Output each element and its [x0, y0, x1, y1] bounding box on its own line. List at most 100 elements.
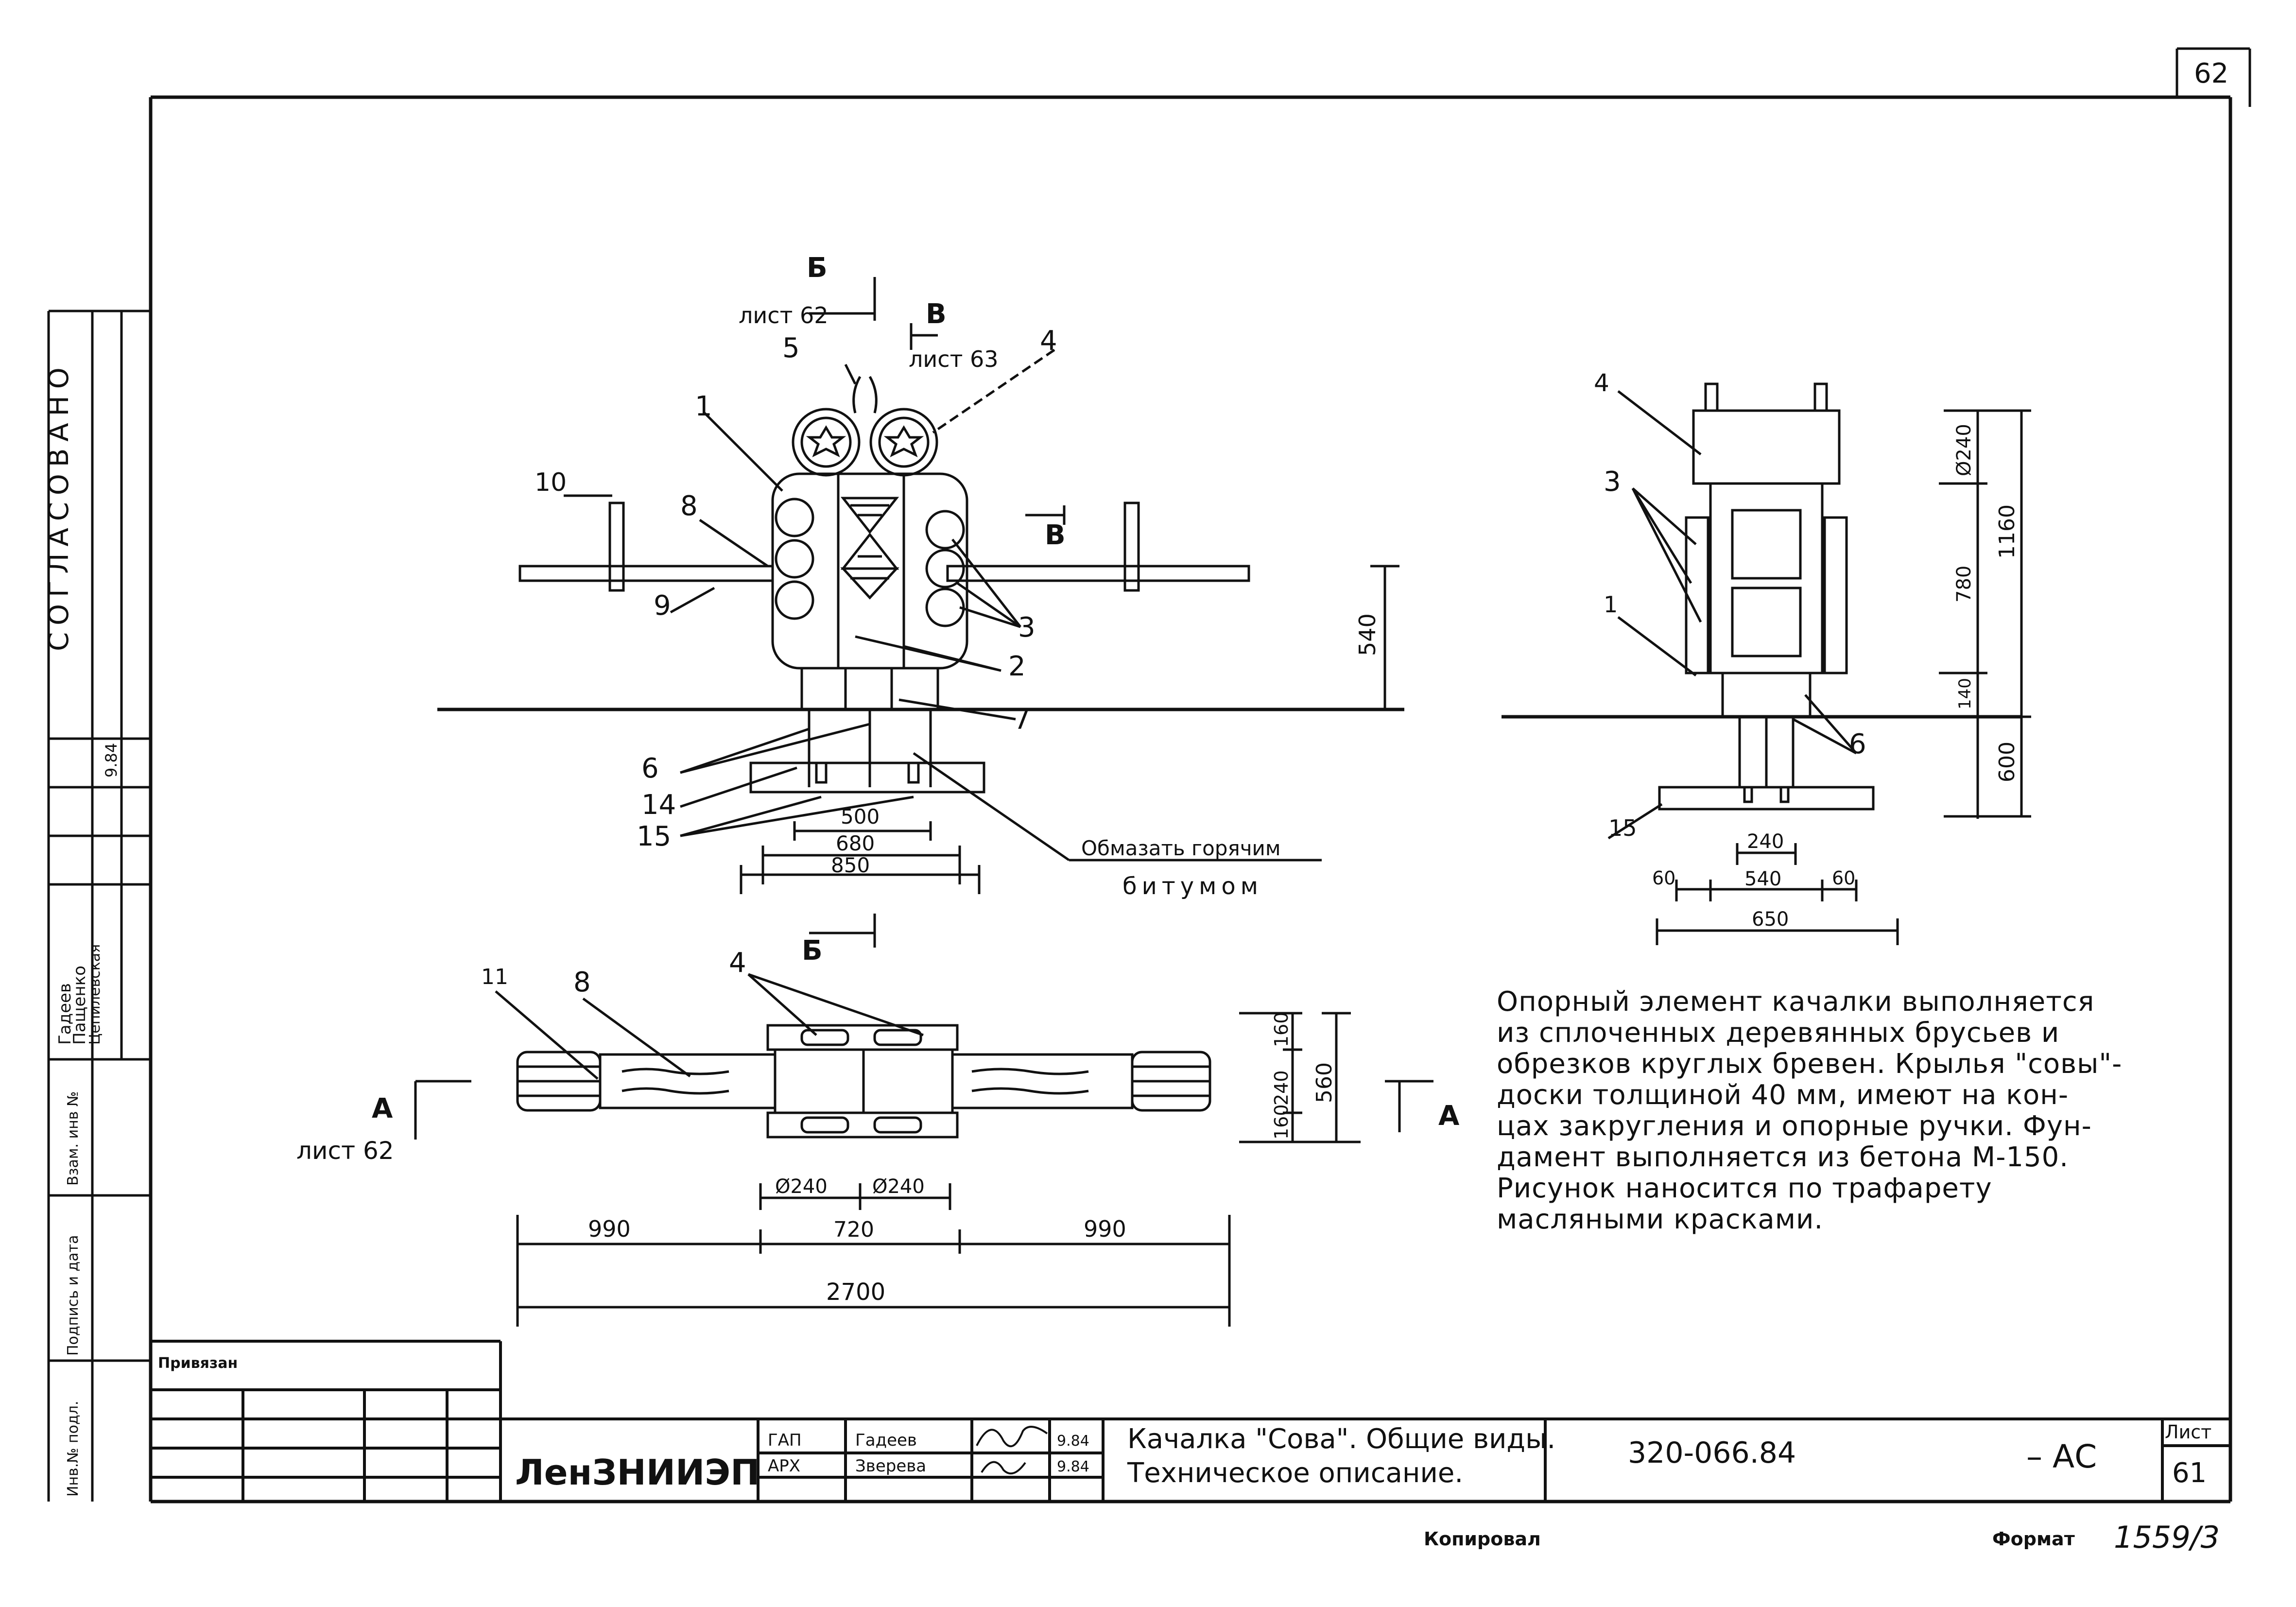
- sig-name-arh: Зверева: [855, 1456, 926, 1476]
- side-dim-60b: 60: [1832, 867, 1855, 889]
- front-callout-3: 3: [1018, 612, 1036, 643]
- side-callout-15: 15: [1608, 815, 1637, 841]
- side-dim-60a: 60: [1652, 867, 1675, 889]
- bitumen-line-2: битумом: [1122, 873, 1263, 900]
- front-dim-680: 680: [836, 831, 875, 855]
- plan-section-a-ref: лист 62: [296, 1137, 394, 1165]
- sheet-number: 61: [2172, 1457, 2207, 1489]
- plan-dim-d240b: Ø240: [872, 1175, 925, 1198]
- front-callout-15: 15: [637, 821, 671, 852]
- plan-callout-4: 4: [729, 947, 746, 979]
- title-line-1: Качалка "Сова". Общие виды.: [1127, 1423, 1555, 1455]
- sheet-frame: [149, 95, 2232, 1503]
- technical-description: Опорный элемент качалки выполняется из с…: [1497, 986, 2123, 1235]
- attached-label: Привязан: [158, 1355, 238, 1372]
- stamp-col-inv: Инв.№ подл.: [65, 1401, 82, 1497]
- stamp-date-1: 9.84: [102, 743, 121, 778]
- front-callout-10: 10: [535, 468, 567, 497]
- bitumen-line-1: Обмазать горячим: [1081, 836, 1281, 860]
- side-dim-140: 140: [1955, 678, 1975, 709]
- signature-scribble-2: [981, 1461, 1026, 1475]
- plan-dim-990a: 990: [588, 1216, 631, 1242]
- front-dim-500: 500: [841, 805, 880, 829]
- front-view: [437, 277, 1404, 948]
- sig-role-gap: ГАП: [768, 1431, 802, 1450]
- front-section-b-ref: лист 62: [739, 302, 829, 328]
- front-callout-1: 1: [695, 391, 712, 422]
- plan-view: [414, 973, 1433, 1327]
- sig-date-arh: 9.84: [1057, 1458, 1089, 1475]
- plan-dim-990b: 990: [1084, 1216, 1126, 1242]
- side-callout-6: 6: [1849, 728, 1866, 760]
- copied-label: Копировал: [1424, 1528, 1541, 1550]
- stamp-row-1: Гадеев: [55, 983, 75, 1045]
- stamp-col-podpis: Подпись и дата: [65, 1235, 82, 1356]
- left-stamp-strip: [47, 310, 151, 1502]
- front-callout-6: 6: [641, 753, 659, 784]
- signature-scribble-1: [976, 1426, 1048, 1448]
- side-dim-600: 600: [1995, 742, 2020, 782]
- plan-section-a-right: А: [1438, 1100, 1460, 1132]
- sig-role-arh: АРХ: [768, 1456, 800, 1476]
- plan-dim-d240a: Ø240: [775, 1175, 828, 1198]
- front-section-b-bottom: Б: [802, 935, 823, 967]
- front-callout-9: 9: [654, 590, 671, 622]
- description-line-4: доски толщиной 40 мм, имеют на кон-: [1497, 1079, 2069, 1111]
- approval-label: СОГЛАСОВАНО: [43, 361, 75, 651]
- organization: ЛенЗНИИЭП: [515, 1452, 760, 1493]
- plan-dim-160b: 160: [1271, 1104, 1292, 1140]
- front-callout-4: 4: [1040, 325, 1057, 357]
- side-callout-4: 4: [1594, 369, 1609, 397]
- description-line-7: Рисунок наносится по трафарету: [1497, 1173, 1992, 1204]
- front-callout-8: 8: [680, 490, 698, 522]
- stamp-row-2: Пащенко: [70, 966, 89, 1045]
- plan-section-a-left: А: [372, 1093, 393, 1124]
- plan-dim-2700: 2700: [826, 1279, 885, 1306]
- stamp-col-vzam: Взам. инв №: [65, 1091, 82, 1186]
- front-callout-5: 5: [782, 332, 800, 364]
- front-section-v-side: В: [1045, 519, 1066, 551]
- side-dim-d240: Ø240: [1953, 424, 1975, 476]
- sheet-label: Лист: [2165, 1421, 2211, 1443]
- title-block: [151, 1340, 2230, 1502]
- side-callout-1: 1: [1604, 591, 1618, 618]
- description-line-2: из сплоченных деревянных брусьев и: [1497, 1017, 2060, 1049]
- front-section-v-ref: лист 63: [909, 346, 999, 372]
- description-line-5: цах закругления и опорные ручки. Фун-: [1497, 1110, 2092, 1142]
- section-code: – АС: [2026, 1438, 2097, 1475]
- format-label: Формат: [1992, 1528, 2075, 1550]
- format-value: 1559/3: [2114, 1520, 2220, 1555]
- plan-dim-560: 560: [1312, 1062, 1337, 1103]
- side-dim-540: 540: [1744, 868, 1781, 890]
- sheet-number-top: 62: [2194, 58, 2228, 89]
- plan-callout-8: 8: [573, 967, 591, 998]
- title-line-2: Техническое описание.: [1127, 1457, 1463, 1489]
- side-dim-1160: 1160: [1995, 504, 2020, 559]
- side-dim-650: 650: [1752, 908, 1789, 931]
- side-dim-240: 240: [1747, 830, 1784, 853]
- stamp-row-3: Цепилевская: [86, 944, 104, 1045]
- front-callout-7: 7: [1013, 704, 1031, 736]
- front-section-v-top: В: [926, 298, 947, 330]
- front-section-b-top: Б: [807, 252, 828, 284]
- sig-name-gap: Гадеев: [855, 1431, 917, 1450]
- document-code: 320-066.84: [1628, 1436, 1796, 1470]
- description-line-6: дамент выполняется из бетона М-150.: [1497, 1141, 2069, 1173]
- side-callout-3: 3: [1604, 466, 1621, 498]
- plan-dim-720: 720: [833, 1217, 874, 1242]
- side-dim-780: 780: [1953, 566, 1975, 603]
- plan-dim-160a: 160: [1271, 1012, 1292, 1047]
- description-line-1: Опорный элемент качалки выполняется: [1497, 986, 2095, 1018]
- sheet-number-top-box: [2175, 47, 2251, 107]
- description-line-8: масляными красками.: [1497, 1204, 1824, 1235]
- sig-date-gap: 9.84: [1057, 1433, 1089, 1450]
- front-dim-850: 850: [831, 853, 870, 877]
- plan-callout-11: 11: [481, 965, 508, 989]
- description-line-3: обрезков круглых бревен. Крылья "совы"-: [1497, 1048, 2123, 1080]
- front-callout-2: 2: [1008, 651, 1026, 682]
- plan-dim-240: 240: [1271, 1070, 1292, 1106]
- front-dim-540: 540: [1354, 613, 1381, 656]
- side-view: [1502, 382, 2031, 945]
- front-callout-14: 14: [641, 789, 676, 821]
